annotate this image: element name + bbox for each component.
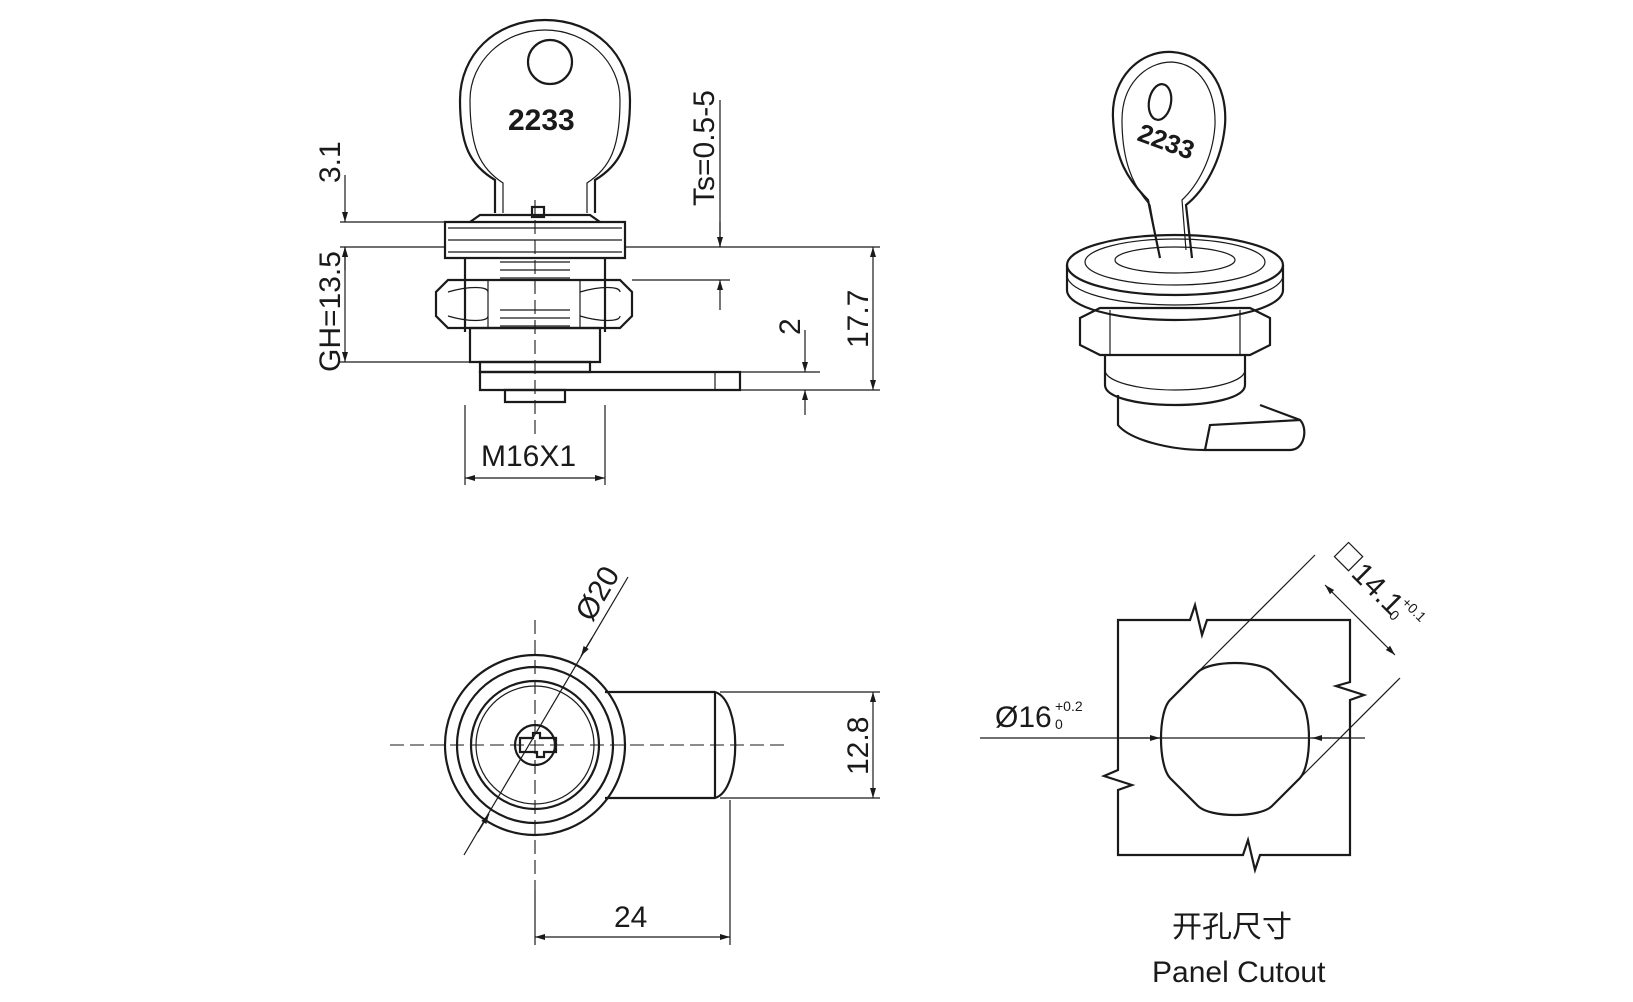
- hex-nut: [434, 278, 634, 330]
- dim-dia16-tol-lower: 0: [1055, 716, 1063, 732]
- key-number-label: 2233: [508, 104, 575, 137]
- dim-3-1-label: 3.1: [314, 141, 347, 183]
- caption-en: Panel Cutout: [1152, 956, 1326, 989]
- dim-dia20-leader: [463, 576, 629, 856]
- iso-view: 2233: [1065, 50, 1306, 452]
- panel-cutout-view: Ø16 +0.2 0 14.1 +0.1 0 开孔尺寸 Panel Cutout: [980, 541, 1430, 989]
- caption-cn: 开孔尺寸: [1172, 910, 1292, 945]
- iso-key-number-label: 2233: [1134, 117, 1199, 165]
- dim-17-7-label: 17.7: [842, 290, 875, 348]
- lower-body: [468, 326, 742, 404]
- dim-thread-label: M16X1: [481, 440, 576, 473]
- dim-gh-label: GH=13.5: [314, 251, 347, 372]
- dim-ts-label: Ts=0.5-5: [688, 90, 721, 206]
- front-view: Ø20 12.8 24: [390, 561, 880, 945]
- dim-sq14-group: 14.1 +0.1 0: [1333, 541, 1430, 625]
- keyway-icon: [518, 731, 558, 759]
- key-bow: 2233: [458, 18, 632, 213]
- cutout-outline: [1159, 661, 1311, 817]
- dim-2-label: 2: [774, 318, 807, 335]
- dim-dia16-label: Ø16: [995, 701, 1052, 734]
- dim-24-label: 24: [614, 901, 647, 934]
- dim-12-8-label: 12.8: [842, 717, 875, 775]
- dim-dia16-tol-upper: +0.2: [1055, 698, 1083, 714]
- side-view: 2233: [314, 18, 880, 485]
- dim-sq14-line: [1324, 584, 1396, 656]
